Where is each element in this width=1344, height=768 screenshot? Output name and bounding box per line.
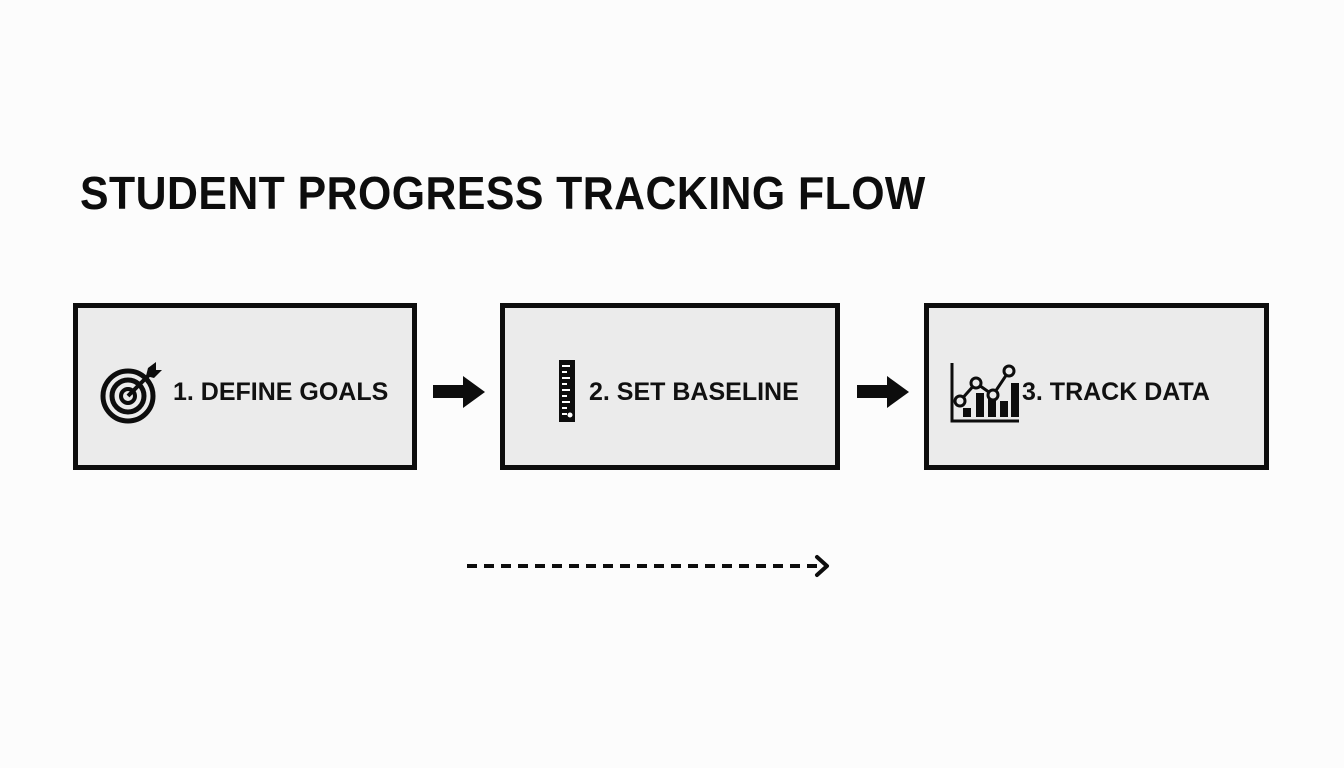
dashed-arrow-icon — [465, 553, 835, 584]
arrow-right-icon — [857, 375, 911, 414]
ruler-icon — [559, 360, 577, 429]
diagram-title: STUDENT PROGRESS TRACKING FLOW — [80, 167, 926, 219]
step-label: 1. DEFINE GOALS — [173, 378, 389, 406]
step-label: 3. TRACK DATA — [1022, 378, 1210, 406]
chart-icon — [949, 363, 1025, 432]
step-set-baseline: 2. SET BASELINE — [500, 303, 840, 470]
step-define-goals: 1. DEFINE GOALS — [73, 303, 417, 470]
arrow-right-icon — [433, 375, 487, 414]
step-track-data: 3. TRACK DATA — [924, 303, 1269, 470]
step-label: 2. SET BASELINE — [589, 378, 799, 406]
target-icon — [100, 360, 164, 429]
